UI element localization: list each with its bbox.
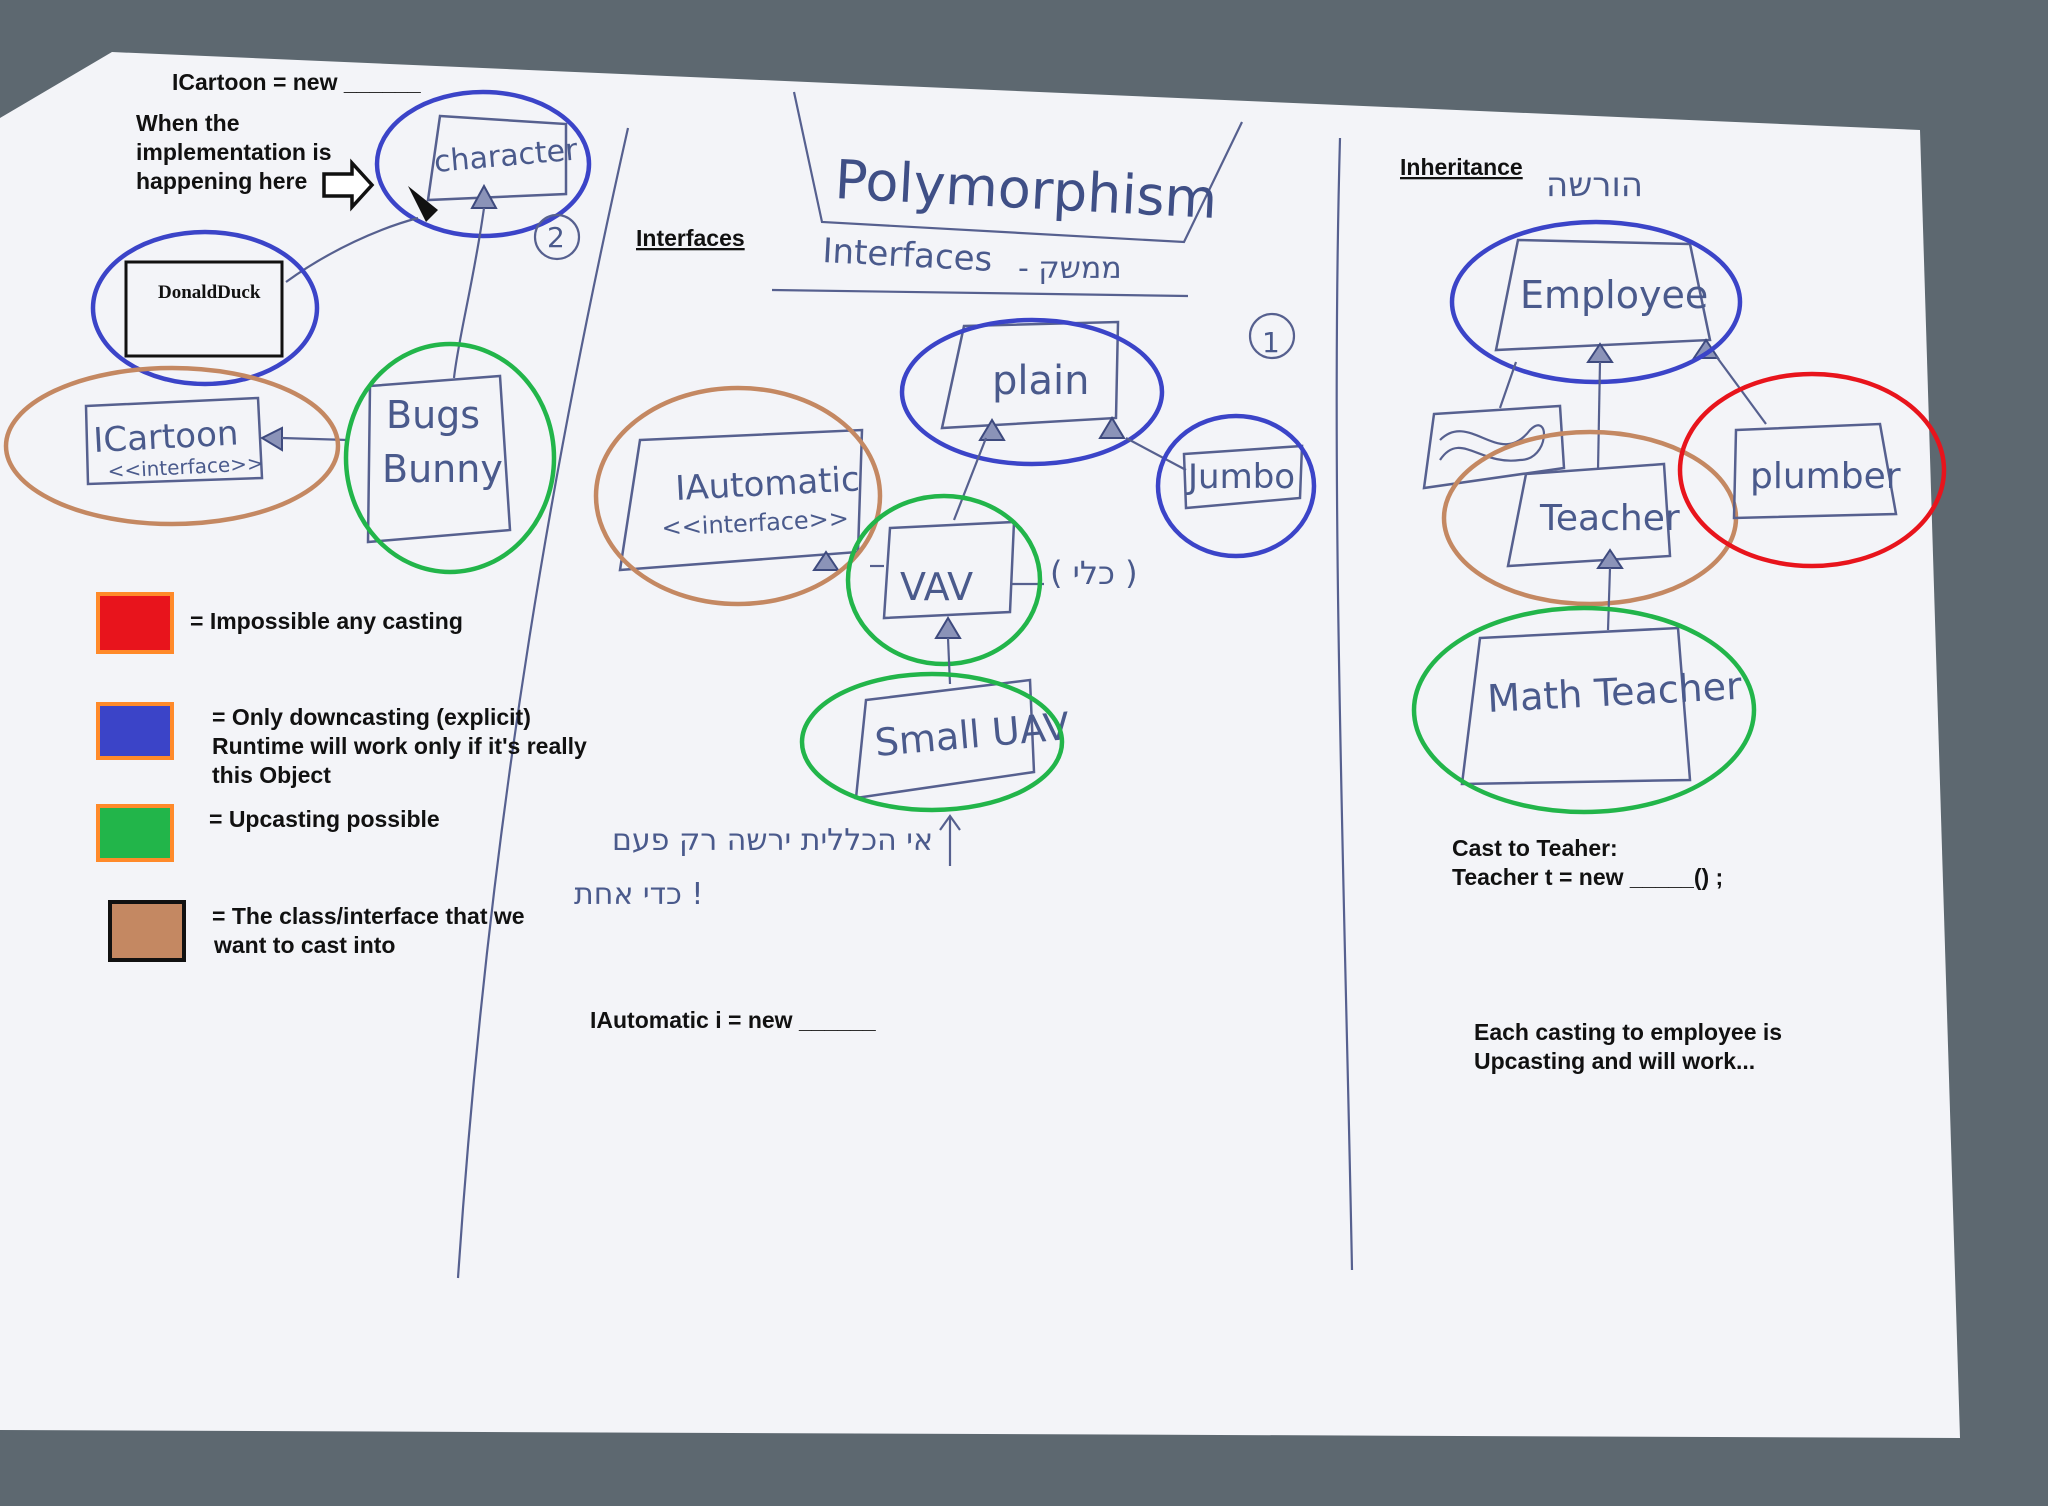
employee-label: Employee bbox=[1520, 273, 1708, 317]
iautomatic-label: IAutomatic bbox=[674, 459, 860, 509]
teacher-label: Teacher bbox=[1539, 498, 1680, 539]
inheritance-heading: Inheritance bbox=[1400, 154, 1523, 180]
plumber-red-ring bbox=[1677, 371, 1947, 569]
legend-item-red: = Impossible any casting bbox=[96, 592, 463, 654]
vav-label: VAV bbox=[900, 565, 973, 609]
plumber-label: plumber bbox=[1750, 456, 1901, 497]
divider-left bbox=[456, 127, 630, 1279]
hebrew-note-line-1: אי הכללית ירשה רק פעם bbox=[612, 823, 933, 858]
interfaces-subtitle: Interfaces bbox=[822, 231, 994, 280]
employee-blue-ring bbox=[1449, 219, 1743, 385]
iautomatic-interface: IAutomatic <<interface>> bbox=[593, 385, 883, 607]
small-uav-green-ring bbox=[799, 671, 1065, 813]
icartoon-interface: ICartoon <<interface>> bbox=[3, 365, 349, 527]
iautomatic-brown-ring bbox=[593, 385, 883, 607]
donald-duck-label: DonaldDuck bbox=[158, 282, 261, 303]
paper-sheet bbox=[0, 52, 1960, 1438]
legend-swatch-blue bbox=[96, 702, 174, 760]
step-1-marker: 1 bbox=[1262, 326, 1280, 359]
interfaces-heading: Interfaces bbox=[636, 225, 745, 251]
divider-right bbox=[1335, 137, 1354, 1271]
legend-item-green: = Upcasting possible bbox=[96, 804, 440, 862]
employee-class: Employee bbox=[1449, 219, 1743, 385]
iautomatic-prompt: IAutomatic i = new ______ bbox=[590, 1007, 876, 1033]
plain-label: plain bbox=[992, 358, 1089, 404]
interfaces-subtitle-hebrew: - ממשק bbox=[1018, 251, 1122, 286]
icartoon-brown-ring bbox=[3, 365, 341, 527]
summary-line-1: Each casting to employee is bbox=[1474, 1019, 1782, 1045]
legend-item-blue: = Only downcasting (explicit) Runtime wi… bbox=[96, 702, 587, 788]
legend-swatch-brown bbox=[108, 900, 186, 962]
plumber-class: plumber bbox=[1677, 355, 1947, 569]
step-2-marker: 2 bbox=[547, 221, 565, 254]
legend-brown-text-2: want to cast into bbox=[213, 932, 395, 958]
scribbled-box bbox=[1422, 361, 1566, 490]
icartoon-label: ICartoon bbox=[92, 413, 239, 461]
note-line-2: implementation is bbox=[136, 139, 332, 165]
legend-blue-text-2: Runtime will work only if it's really bbox=[212, 733, 587, 759]
donald-duck-blue-ring bbox=[90, 229, 320, 387]
legend-swatch-green bbox=[96, 804, 174, 862]
legend-swatch-red bbox=[96, 592, 174, 654]
bugs-bunny-class: Bugs Bunny bbox=[343, 207, 557, 575]
character-blue-ring bbox=[374, 89, 592, 239]
note-line-3: happening here bbox=[136, 168, 307, 194]
hebrew-note-line-2: כדי אחת ! bbox=[574, 877, 703, 912]
legend-blue-text-1: = Only downcasting (explicit) bbox=[212, 704, 531, 730]
legend-red-text: = Impossible any casting bbox=[190, 608, 463, 634]
implementation-arrowhead bbox=[408, 186, 438, 222]
bugs-bunny-green-ring bbox=[343, 341, 557, 575]
bugs-bunny-line-1: Bugs bbox=[386, 393, 480, 437]
legend-blue-text-3: this Object bbox=[212, 762, 331, 788]
note-line-1: When the bbox=[136, 110, 240, 136]
vav-note: ( כלי ) bbox=[1050, 554, 1138, 592]
math-teacher-green-ring bbox=[1411, 605, 1757, 815]
cast-line-1: Cast to Teaher: bbox=[1452, 835, 1618, 861]
inheritance-heading-hebrew: הורשה bbox=[1546, 165, 1643, 205]
jumbo-label: Jumbo bbox=[1186, 457, 1295, 497]
vav-green-ring bbox=[845, 493, 1043, 667]
summary-line-2: Upcasting and will work... bbox=[1474, 1048, 1755, 1074]
bugs-bunny-line-2: Bunny bbox=[382, 447, 503, 491]
donald-duck-class: DonaldDuck bbox=[90, 216, 419, 387]
plain-class: plain bbox=[899, 317, 1165, 467]
jumbo-blue-ring bbox=[1155, 413, 1317, 559]
jumbo-class: Jumbo bbox=[1125, 413, 1317, 559]
vav-class: VAV ( כלי ) bbox=[845, 437, 1138, 667]
legend-brown-text-1: = The class/interface that we bbox=[212, 903, 525, 929]
legend-green-text: = Upcasting possible bbox=[209, 806, 440, 832]
legend: = Impossible any casting = Only downcast… bbox=[96, 592, 587, 962]
hollow-right-arrow-icon bbox=[322, 158, 375, 212]
icartoon-prompt: ICartoon = new ______ bbox=[172, 69, 421, 95]
legend-item-brown: = The class/interface that we want to ca… bbox=[108, 900, 525, 962]
plain-blue-ring bbox=[899, 317, 1165, 467]
cast-line-2: Teacher t = new _____() ; bbox=[1452, 864, 1723, 890]
